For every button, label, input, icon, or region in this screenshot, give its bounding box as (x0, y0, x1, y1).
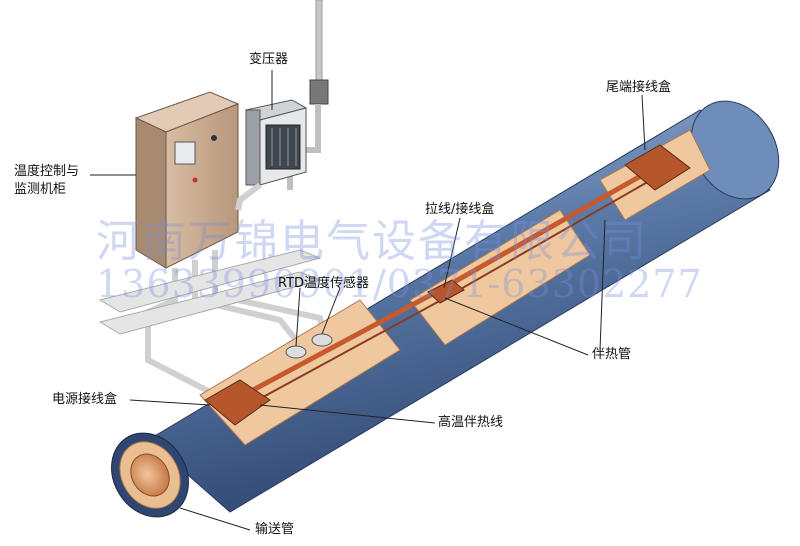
rtd-sensor-1 (285, 345, 307, 359)
label-transformer: 变压器 (249, 52, 289, 67)
label-high-temp-cable: 高温伴热线 (438, 415, 504, 430)
label-rtd-sensor: RTD温度传感器 (278, 276, 370, 291)
label-control-cabinet-line1: 温度控制与 (14, 164, 80, 179)
label-tail-box: 尾端接线盒 (606, 80, 672, 95)
leader-lines (90, 70, 646, 531)
pipe-end-core (130, 453, 170, 497)
supply-pole (315, 0, 323, 81)
tail-junction-box (624, 144, 691, 191)
support-rail (98, 249, 322, 313)
label-control-cabinet-line2: 监测机柜 (14, 182, 67, 197)
control-cabinet (134, 91, 240, 269)
transformer-box (244, 99, 308, 186)
label-tracer-pipe: 伴热管 (592, 347, 632, 362)
label-transport-pipe: 输送管 (255, 522, 295, 537)
supply-breaker-box (309, 79, 329, 105)
insulation-cutaway-2 (409, 209, 591, 346)
rtd-sensor-2 (311, 333, 333, 347)
pull-junction-box (427, 279, 465, 304)
label-pull-box: 拉线/接线盒 (425, 202, 495, 217)
power-junction-box (204, 379, 271, 426)
label-power-box: 电源接线盒 (52, 392, 118, 407)
support-rail-2 (98, 271, 322, 335)
